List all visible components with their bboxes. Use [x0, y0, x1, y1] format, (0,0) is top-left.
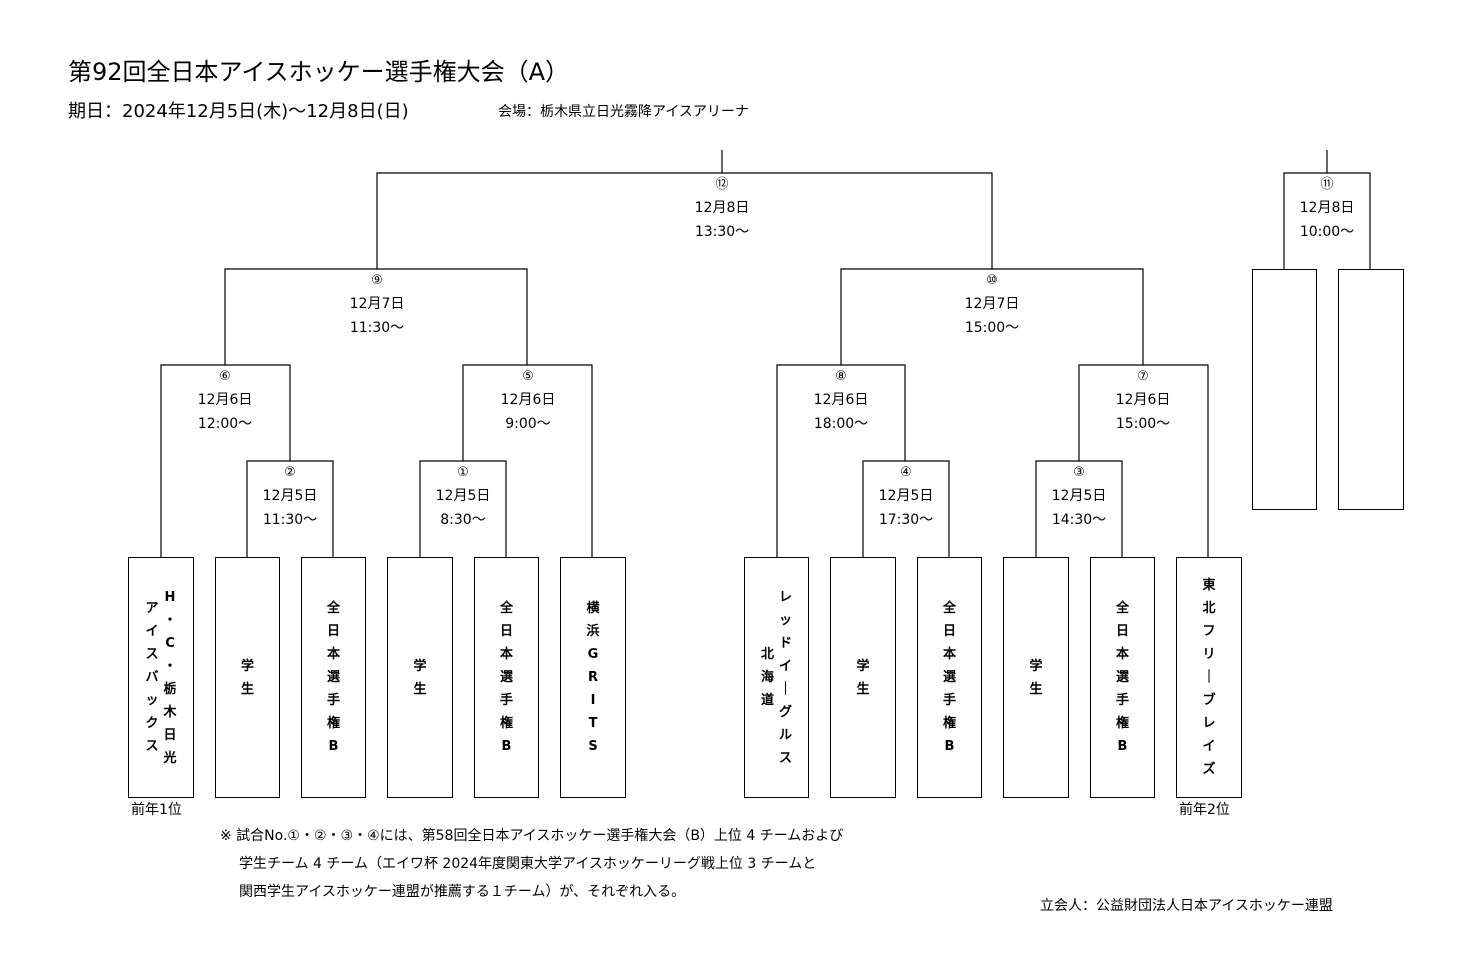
- match-date: 12月6日: [500, 392, 556, 408]
- match-10: ⑩ 12月7日 15:00～: [947, 270, 1037, 340]
- match-time: 10:00～: [1299, 224, 1355, 240]
- team-name-column: アイスバックス: [145, 601, 159, 754]
- match-date: 12月8日: [1299, 200, 1355, 216]
- bracket-line-qf7: [1078, 364, 1209, 557]
- team-box: 学生: [830, 557, 896, 798]
- match-number: ⑪: [1320, 177, 1334, 192]
- match-date: 12月7日: [349, 296, 405, 312]
- match-number: ⑤: [522, 369, 534, 384]
- match-time: 18:00～: [813, 416, 869, 432]
- team-box-empty: [1338, 269, 1404, 510]
- match-time: 17:30～: [878, 512, 934, 528]
- match-time: 14:30～: [1051, 512, 1107, 528]
- match-number: ⑧: [835, 369, 847, 384]
- match-time: 15:00～: [1115, 416, 1171, 432]
- match-time: 12:00～: [197, 416, 253, 432]
- match-date: 12月6日: [813, 392, 869, 408]
- team-name-column: 学生: [413, 658, 427, 697]
- event-venue: 会場：栃木県立日光霧降アイスアリーナ: [498, 104, 749, 120]
- bracket-line-r1-1: [419, 460, 507, 557]
- match-2: ② 12月5日 11:30～: [245, 462, 335, 532]
- team-name-column: 学生: [240, 658, 254, 697]
- match-date: 12月7日: [964, 296, 1020, 312]
- footnote-line: ※ 試合No.①・②・③・④には、第58回全日本アイスホッケー選手権大会（B）上…: [220, 828, 844, 844]
- match-date: 12月8日: [694, 200, 750, 216]
- team-name-column: H・C・栃木日光: [163, 589, 177, 766]
- team-box: 東北フリ｜ブレイズ: [1176, 557, 1242, 798]
- match-number: ⑨: [371, 273, 383, 288]
- bracket-line-semi-left: [224, 268, 528, 365]
- team-name-column: 学生: [1029, 658, 1043, 697]
- bracket-line-r1-3: [1035, 460, 1123, 557]
- match-time: 9:00～: [505, 416, 551, 432]
- match-11: ⑪ 12月8日 10:00～: [1282, 174, 1372, 244]
- match-4: ④ 12月5日 17:30～: [861, 462, 951, 532]
- team-name-column: 東北フリ｜ブレイズ: [1202, 578, 1216, 777]
- bracket-line-semi-right: [840, 268, 1144, 365]
- match-time: 15:00～: [964, 320, 1020, 336]
- bracket-line-third: [1283, 150, 1371, 269]
- match-date: 12月5日: [1051, 488, 1107, 504]
- match-number: ①: [457, 465, 469, 480]
- team-box: 学生: [215, 557, 280, 798]
- bracket-line-qf6: [160, 364, 291, 557]
- match-number: ⑦: [1137, 369, 1149, 384]
- seed-label-right: 前年2位: [1179, 802, 1230, 818]
- bracket-line-r1-4: [862, 460, 950, 557]
- footnote: ※ 試合No.①・②・③・④には、第58回全日本アイスホッケー選手権大会（B）上…: [220, 822, 843, 906]
- match-5: ⑤ 12月6日 9:00～: [483, 366, 573, 436]
- team-box-empty: [1252, 269, 1317, 510]
- match-number: ⑩: [986, 273, 998, 288]
- match-date: 12月5日: [435, 488, 491, 504]
- bracket-line-qf5: [462, 364, 593, 557]
- match-time: 11:30～: [349, 320, 405, 336]
- seed-label-left: 前年1位: [131, 802, 182, 818]
- match-12: ⑫ 12月8日 13:30～: [677, 174, 767, 244]
- match-date: 12月6日: [1115, 392, 1171, 408]
- match-7: ⑦ 12月6日 15:00～: [1098, 366, 1188, 436]
- match-6: ⑥ 12月6日 12:00～: [180, 366, 270, 436]
- team-name-column: 北海道: [760, 647, 774, 708]
- match-number: ②: [284, 465, 296, 480]
- match-number: ③: [1073, 465, 1085, 480]
- team-box: 学生: [387, 557, 453, 798]
- match-number: ⑥: [219, 369, 231, 384]
- bracket-line-final: [376, 150, 993, 269]
- page-title: 第92回全日本アイスホッケー選手権大会（A）: [68, 58, 570, 86]
- footnote-line: 関西学生アイスホッケー連盟が推薦する１チーム）が、それぞれ入る。: [239, 884, 686, 900]
- match-date: 12月5日: [262, 488, 318, 504]
- team-name-column: 学生: [856, 658, 870, 697]
- footnote-line: 学生チーム 4 チーム（エイワ杯 2024年度関東大学アイスホッケーリーグ戦上位…: [239, 856, 817, 872]
- match-3: ③ 12月5日 14:30～: [1034, 462, 1124, 532]
- bracket-line-qf8: [776, 364, 906, 557]
- match-number: ④: [900, 465, 912, 480]
- match-time: 8:30～: [440, 512, 486, 528]
- team-box: 学生: [1003, 557, 1069, 798]
- team-name-column: レッドイ｜グルス: [778, 589, 792, 766]
- match-number: ⑫: [715, 177, 729, 192]
- match-date: 12月6日: [197, 392, 253, 408]
- match-time: 13:30～: [694, 224, 750, 240]
- match-8: ⑧ 12月6日 18:00～: [796, 366, 886, 436]
- event-date: 期日：2024年12月5日(木)～12月8日(日): [68, 101, 409, 122]
- team-box: H・C・栃木日光アイスバックス: [128, 557, 194, 798]
- team-box: レッドイ｜グルス北海道: [744, 557, 809, 798]
- witness: 立会人：公益財団法人日本アイスホッケー連盟: [1040, 898, 1333, 914]
- bracket-line-r1-2: [246, 460, 334, 557]
- match-date: 12月5日: [878, 488, 934, 504]
- match-1: ① 12月5日 8:30～: [418, 462, 508, 532]
- match-9: ⑨ 12月7日 11:30～: [332, 270, 422, 340]
- match-time: 11:30～: [262, 512, 318, 528]
